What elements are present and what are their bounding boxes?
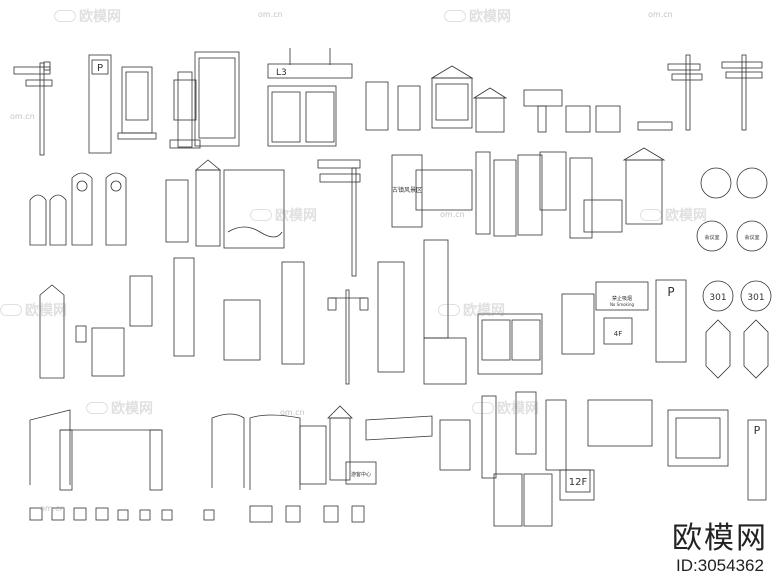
watermark-url: om.cn — [280, 408, 305, 417]
parking-lot-p: P — [667, 285, 674, 299]
building-entry-board — [39, 284, 125, 379]
parking-signboards — [377, 239, 467, 385]
elevator-signs: 12F — [493, 399, 653, 527]
visitor-center-sign: 游客中心 — [345, 461, 377, 485]
house-shaped-board — [430, 65, 474, 129]
curved-canopy-sign — [365, 415, 433, 441]
glass-display-stand — [194, 51, 240, 147]
scenic-area-label: 古镇风景区 — [392, 186, 422, 194]
room-301-a: 301 — [709, 293, 726, 303]
ground-plaques — [565, 105, 673, 133]
landscape-billboard — [223, 169, 285, 249]
watermark-logo: 欧模网 — [86, 398, 153, 418]
tall-monument-sign — [169, 71, 201, 149]
room-number-signs: 301 301 — [702, 280, 772, 379]
lamp-pole-signs — [129, 257, 305, 365]
street-lamp — [327, 289, 369, 385]
info-board-frame — [117, 66, 157, 140]
watermark-logo: 欧模网 — [438, 300, 505, 320]
floor-directory-signs: 禁止吸烟 No Smoking 4F — [561, 281, 649, 355]
watermark-url: om.cn — [10, 112, 35, 121]
brand-stamp: 欧模网 ID:3054362 — [672, 522, 768, 576]
conference-label-b: 会议室 — [744, 234, 759, 241]
archway-signs-left — [29, 409, 163, 491]
floor-12f-label: 12F — [569, 477, 588, 488]
recycle-bins — [267, 85, 337, 147]
watermark-logo: 欧模网 — [640, 205, 707, 225]
ancient-town-board: 古镇风景区 — [391, 154, 473, 228]
watermark-logo: 欧模网 — [444, 6, 511, 26]
gable-sign — [622, 147, 666, 225]
kiosk-panels — [475, 151, 543, 237]
small-signs-group — [365, 81, 421, 131]
watermark-url: om.cn — [40, 504, 65, 513]
watermark-logo: 欧模网 — [250, 205, 317, 225]
directional-pole-sign — [13, 61, 53, 156]
fingerpost-signs — [667, 54, 763, 131]
watermark-url: om.cn — [258, 10, 283, 19]
parking-tower-sign: P — [747, 419, 767, 501]
street-direction-pole — [317, 159, 361, 277]
watermark-logo: 欧模网 — [54, 6, 121, 26]
restroom-icon-badges: 会议室 会议室 — [696, 167, 768, 252]
brand-id: ID:3054362 — [676, 556, 764, 575]
grid-board — [667, 409, 729, 467]
tall-pillar-signs — [439, 391, 567, 479]
scenic-board-pair — [165, 159, 222, 247]
no-smoking-cn: 禁止吸烟 — [612, 295, 632, 302]
arched-panel-series — [29, 172, 127, 246]
small-stools — [29, 505, 365, 523]
hanging-floor-sign: L3 — [267, 48, 353, 79]
no-smoking-en: No Smoking — [610, 302, 635, 307]
visitor-center-label: 游客中心 — [351, 471, 371, 478]
parking-p-label: P — [97, 63, 103, 74]
floor-l3-label: L3 — [276, 68, 287, 78]
floor-4f-label: 4F — [614, 330, 622, 338]
low-bench-sign — [523, 89, 563, 133]
parking-lot-sign: P — [655, 279, 687, 363]
room-301-b: 301 — [747, 293, 764, 303]
watermark-logo: 欧模网 — [472, 398, 539, 418]
watermark-logo: 欧模网 — [0, 300, 67, 320]
watermark-url: om.cn — [648, 10, 673, 19]
small-hut-sign — [327, 405, 353, 481]
tower-p-label: P — [754, 424, 761, 437]
conference-label-a: 会议室 — [704, 234, 719, 241]
wave-panels — [211, 413, 327, 490]
pavilion-board — [472, 87, 508, 133]
watermark-url: om.cn — [440, 210, 465, 219]
bulletin-stand — [477, 313, 543, 375]
directory-board — [539, 151, 623, 239]
brand-name: 欧模网 — [672, 521, 768, 556]
parking-entry-totem: P — [88, 54, 112, 154]
